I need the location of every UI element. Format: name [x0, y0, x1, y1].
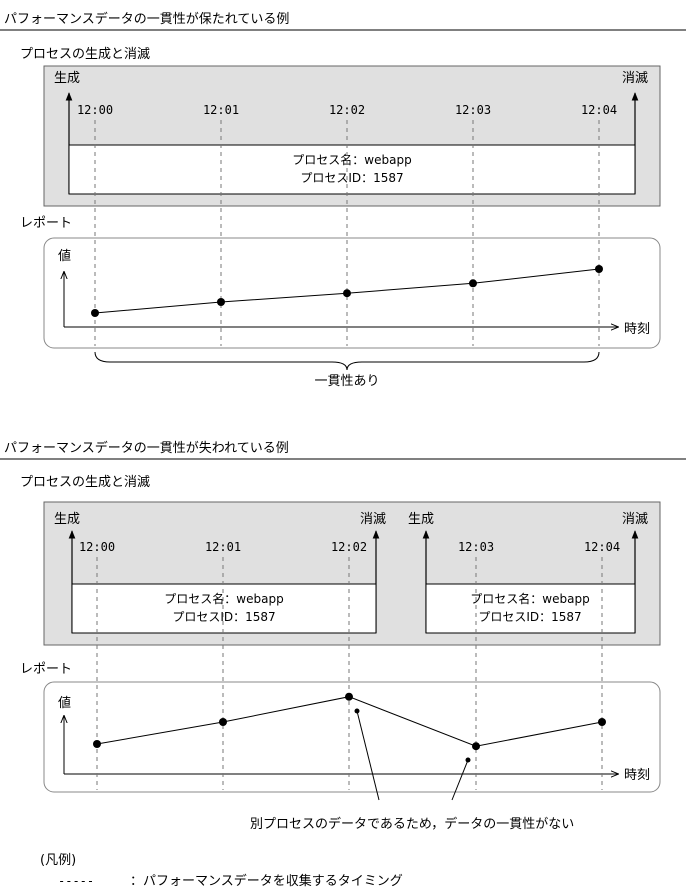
example2-process-section-label: プロセスの生成と消滅 [20, 475, 150, 490]
data-point [345, 692, 353, 701]
example1-collection-timing-lines [94, 120, 600, 346]
example1-time-label: 12:03 [455, 103, 491, 117]
example1-time-labels: 12:00 12:01 12:02 12:03 12:04 [77, 103, 617, 117]
example2-series [93, 692, 606, 751]
example1-process-section-label: プロセスの生成と消滅 [20, 47, 150, 62]
example2-time-label: 12:03 [458, 540, 494, 554]
example2-process-b-name: プロセス名：webapp [470, 591, 589, 606]
example1-process-box [68, 144, 636, 195]
example2-y-axis-label: 値 [58, 695, 71, 711]
data-point [217, 298, 225, 306]
example2-process-b-id: プロセスID：1587 [478, 610, 581, 624]
example1-brace-label: 一貫性あり [314, 374, 379, 389]
legend-symbol: ----- [58, 874, 94, 888]
example1-destroy-label: 消滅 [622, 71, 648, 86]
data-point [343, 289, 351, 298]
example2-process-a-name: プロセス名：webapp [164, 591, 283, 606]
legend-description: ：パフォーマンスデータを収集するタイミング [130, 873, 403, 889]
example1-x-axis-label: 時刻 [624, 322, 650, 337]
example1-process-name: プロセス名：webapp [292, 152, 411, 167]
example2-time-label: 12:04 [584, 540, 620, 554]
example2-report-label: レポート [20, 662, 72, 677]
data-point [469, 279, 477, 288]
data-point [472, 742, 480, 751]
example2-destroy-label-a: 消滅 [360, 512, 386, 527]
data-point [91, 309, 99, 317]
example2-process-box-a [71, 583, 377, 634]
example1-time-label: 12:01 [203, 103, 239, 117]
example1: パフォーマンスデータの一貫性が保たれている例 プロセスの生成と消滅 生成 消滅 … [0, 11, 686, 389]
example2-callout-label: 別プロセスのデータであるため，データの一貫性がない [250, 816, 574, 832]
example1-create-label: 生成 [54, 71, 80, 86]
example2-collection-timing-lines [96, 557, 603, 790]
example2-report-panel [43, 681, 661, 793]
example2-create-label-a: 生成 [54, 512, 80, 527]
example2-process-box-b [425, 583, 636, 634]
data-point [598, 718, 606, 726]
example2-x-axis-label: 時刻 [624, 768, 650, 783]
example1-series [91, 265, 603, 317]
data-point [93, 740, 101, 748]
example1-time-label: 12:02 [329, 103, 365, 117]
example1-report-label: レポート [20, 216, 72, 231]
example2-title: パフォーマンスデータの一貫性が失われている例 [4, 440, 289, 456]
example2-time-label: 12:01 [205, 540, 241, 554]
example1-title: パフォーマンスデータの一貫性が保たれている例 [4, 11, 289, 27]
example1-y-axis-label: 値 [58, 248, 71, 264]
legend-title: (凡例) [40, 853, 76, 868]
legend: (凡例) ----- ：パフォーマンスデータを収集するタイミング [40, 853, 403, 889]
example2-callout: 別プロセスのデータであるため，データの一貫性がない [250, 708, 574, 832]
data-point [595, 265, 603, 273]
callout-leader-line [356, 710, 380, 801]
example2-time-label: 12:00 [79, 540, 115, 554]
example1-consistency-brace [94, 351, 600, 371]
example2-time-labels: 12:00 12:01 12:02 12:03 12:04 [79, 540, 620, 554]
example2-time-label: 12:02 [331, 540, 367, 554]
data-point [219, 718, 227, 726]
example2-destroy-label-b: 消滅 [622, 512, 648, 527]
example2-process-a-id: プロセスID：1587 [172, 610, 275, 624]
example1-process-id: プロセスID：1587 [300, 171, 403, 185]
example1-time-label: 12:00 [77, 103, 113, 117]
example2: パフォーマンスデータの一貫性が失われている例 プロセスの生成と消滅 生成 消滅 … [0, 440, 686, 832]
example2-create-label-b: 生成 [408, 512, 434, 527]
example1-time-label: 12:04 [581, 103, 617, 117]
callout-leader-line [451, 759, 469, 801]
